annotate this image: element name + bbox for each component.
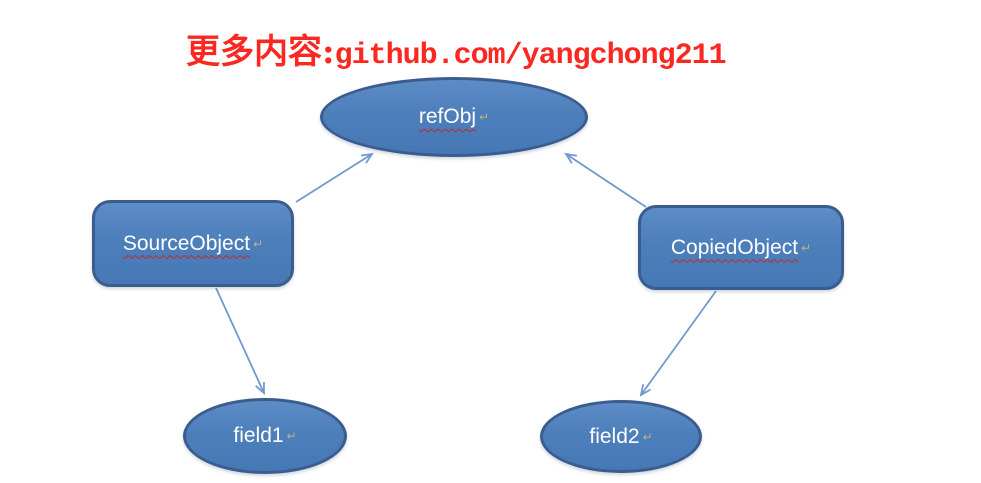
edge-sourceobject-to-refobj	[295, 152, 374, 203]
node-refobj-label: refObj	[418, 105, 477, 128]
edge-sourceobject-to-field1	[215, 287, 265, 395]
node-sourceobject[interactable]: SourceObject ↵	[92, 200, 294, 287]
header-caption-url: github.com/yangchong211	[334, 39, 727, 73]
paragraph-mark-icon: ↵	[642, 429, 653, 444]
header-caption-prefix: 更多内容:	[186, 32, 335, 72]
paragraph-mark-icon: ↵	[253, 236, 264, 251]
node-refobj[interactable]: refObj ↵	[320, 77, 588, 157]
header-caption: 更多内容:github.com/yangchong211	[186, 30, 727, 81]
edge-copiedobject-to-refobj	[564, 152, 647, 208]
edge-copiedobject-to-field2	[639, 290, 717, 397]
node-sourceobject-label: SourceObject	[122, 231, 251, 255]
node-field2[interactable]: field2 ↵	[540, 400, 702, 473]
node-field1-label: field1	[233, 424, 284, 447]
node-field1[interactable]: field1 ↵	[183, 398, 347, 474]
node-copiedobject-label: CopiedObject	[670, 235, 799, 259]
node-field2-label: field2	[589, 424, 640, 448]
paragraph-mark-icon: ↵	[286, 429, 297, 443]
paragraph-mark-icon: ↵	[801, 240, 812, 255]
node-copiedobject[interactable]: CopiedObject ↵	[638, 205, 844, 290]
paragraph-mark-icon: ↵	[479, 110, 490, 124]
